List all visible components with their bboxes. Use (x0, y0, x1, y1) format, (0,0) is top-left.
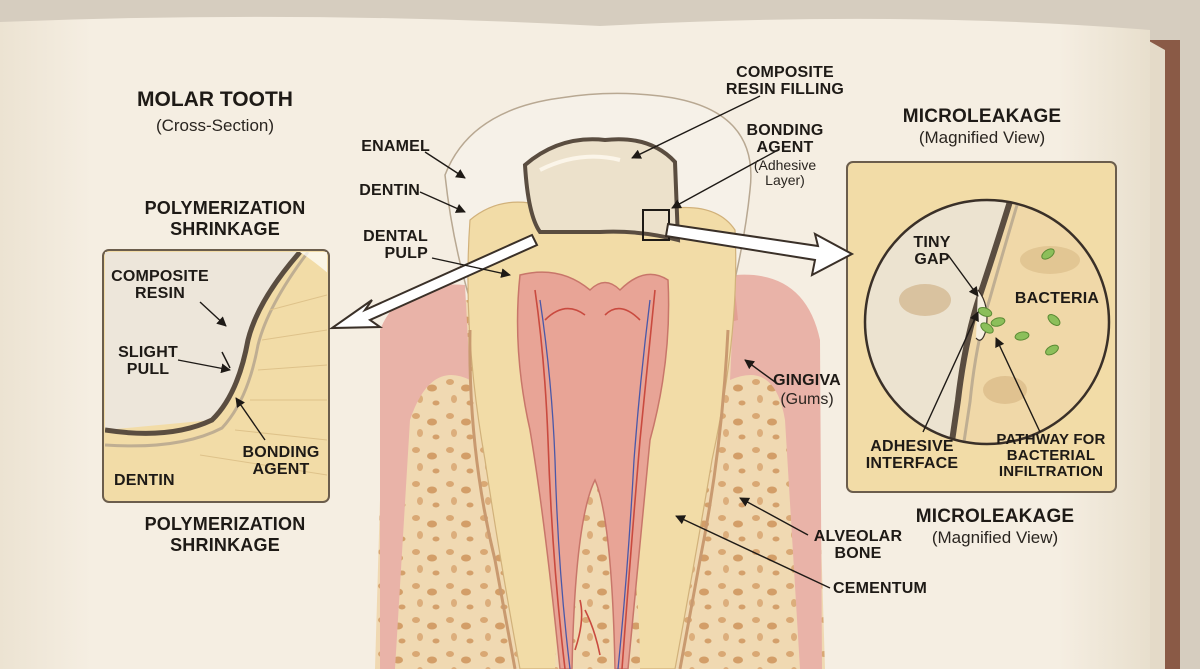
cementum-left (468, 329, 517, 669)
label-bacterial-pathway: PATHWAY FOR BACTERIAL INFILTRATION (996, 431, 1106, 480)
shrinkage-footer: POLYMERIZATION SHRINKAGE (144, 514, 306, 555)
microleakage-inset (846, 161, 1117, 493)
label-adhesive-interface: ADHESIVE INTERFACE (865, 438, 959, 472)
microleakage-heading-note: (Magnified View) (918, 128, 1046, 147)
label-composite-resin: COMPOSITE RESIN (111, 268, 209, 302)
composite-filling-shape (522, 137, 681, 243)
microleakage-heading: MICROLEAKAGE (902, 106, 1062, 127)
nerves (539, 299, 651, 669)
shrinkage-inset (102, 249, 330, 503)
gingiva-left (380, 284, 470, 669)
shrinkage-heading: POLYMERIZATION SHRINKAGE (144, 198, 306, 239)
molar-tooth (375, 92, 825, 669)
label-tiny-gap: TINY GAP (913, 234, 951, 268)
label-bonding-agent-note: (Adhesive Layer) (753, 157, 817, 188)
page-subtitle: (Cross-Section) (155, 116, 275, 135)
gingiva-right (730, 274, 822, 669)
cementum-right (678, 329, 730, 669)
label-shrinkage-bonding-agent: BONDING AGENT (242, 444, 320, 478)
microleakage-footer: MICROLEAKAGE (915, 506, 1075, 527)
callout-arrows (328, 222, 855, 330)
bacteria-cluster (977, 248, 1061, 356)
blood-vessels (534, 289, 656, 669)
label-cementum: CEMENTUM (832, 580, 928, 597)
label-bonding-agent: BONDING AGENT (746, 122, 824, 156)
label-dental-pulp: DENTAL PULP (363, 228, 428, 262)
microleakage-footer-note: (Magnified View) (931, 528, 1059, 547)
label-enamel: ENAMEL (361, 138, 430, 155)
label-composite-resin-filling: COMPOSITE RESIN FILLING (725, 64, 845, 98)
label-alveolar-bone: ALVEOLAR BONE (813, 528, 903, 562)
label-slight-pull: SLIGHT PULL (118, 344, 178, 378)
page-title: MOLAR TOOTH (137, 88, 293, 111)
label-shrinkage-dentin: DENTIN (114, 472, 175, 489)
label-dentin: DENTIN (359, 182, 420, 199)
label-gingiva: GINGIVA (773, 372, 841, 389)
dentin-tubules (199, 294, 327, 476)
leader-lines (177, 95, 1041, 589)
label-gingiva-note: (Gums) (780, 391, 834, 408)
label-bacteria: BACTERIA (1014, 290, 1100, 307)
